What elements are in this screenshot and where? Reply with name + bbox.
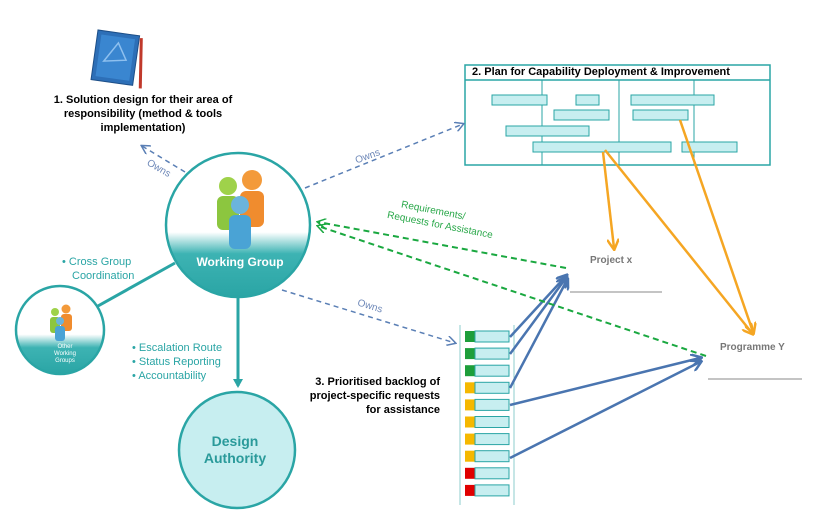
backlog-item-bar [474,330,510,343]
backlog-row [465,484,510,497]
escalation-item-1: Escalation Route [138,342,223,354]
solution-design-note: 1. Solution design for their area of res… [53,94,233,134]
backlog-to-target-arrows [508,276,700,460]
small-people-group-icon [50,304,72,341]
backlog-note: 3. Prioritised backlog of project-specif… [309,376,440,416]
owns-backlog-label: Owns [356,298,384,316]
backlog-row [465,364,510,377]
project-x-label: Project x [590,255,633,266]
other-working-groups-node[interactable] [14,284,106,376]
design-authority-line2: Authority [203,450,267,466]
design-authority-line1: Design [211,433,259,449]
requirements-arrows [318,222,707,357]
other-groups-line3: Groups [55,358,75,364]
design-authority-node[interactable] [177,390,297,510]
backlog-status-green [465,365,475,377]
backlog-status-amber [465,399,475,411]
backlog-status-green [465,331,475,342]
notebook-icon [90,29,143,89]
other-groups-line1: Other [57,344,73,350]
owns-plan-label: Owns [354,147,382,166]
escalation-item-3: Accountability [138,370,207,382]
backlog-row [465,347,510,360]
backlog-status-amber [465,416,475,428]
backlog-item-bar [474,467,510,480]
backlog-row [465,416,510,428]
backlog-status-red [465,467,475,479]
plan-title: 2. Plan for Capability Deployment & Impr… [472,66,730,78]
owns-design-label: Owns [145,158,173,180]
escalation-item-2: Status Reporting [138,356,221,368]
working-group-label: Working Group [196,255,284,269]
backlog-row [465,330,510,343]
backlog-row [465,433,510,446]
design-authority-label: Design Authority [180,433,290,467]
bullet-dot: • [132,342,136,354]
people-group-icon [217,170,264,249]
plan-gantt-bars [491,94,738,153]
backlog-list [459,325,515,505]
backlog-item-bar [474,347,510,360]
bullet-dot: • [132,356,136,368]
backlog-row [465,381,510,394]
backlog-status-amber [465,450,475,462]
backlog-item-bar [474,484,510,497]
backlog-row [465,450,510,463]
plan-to-target-arrows [601,119,753,333]
backlog-status-amber [465,382,475,394]
backlog-item-bar [474,364,510,377]
owns-arrows [142,124,463,343]
other-working-groups-label: Other Working Groups [40,344,90,365]
other-groups-line2: Working [54,351,76,357]
bullet-dot: • [62,256,66,268]
backlog-status-red [465,484,475,496]
cross-group-line1: Cross Group [68,256,132,268]
escalation-bullets: • Escalation Route • Status Reporting • … [132,341,262,383]
backlog-item-bar [474,381,510,394]
backlog-item-bar [474,433,510,446]
cross-group-line2: Coordination [72,270,135,282]
backlog-item-bar [474,416,510,428]
backlog-status-green [465,348,475,360]
backlog-status-amber [465,433,475,445]
backlog-item-bar [474,398,510,411]
bullet-dot: • [132,370,136,382]
programme-y-label: Programme Y [720,342,785,353]
backlog-row [465,467,510,480]
backlog-item-bar [474,450,510,463]
backlog-row [465,398,510,411]
requirements-label: Requirements/ Requests for Assistance [386,197,496,241]
working-group-node[interactable] [164,151,312,299]
cross-group-bullet: • Cross Group Coordination [62,255,172,283]
capability-plan-box [464,64,771,166]
